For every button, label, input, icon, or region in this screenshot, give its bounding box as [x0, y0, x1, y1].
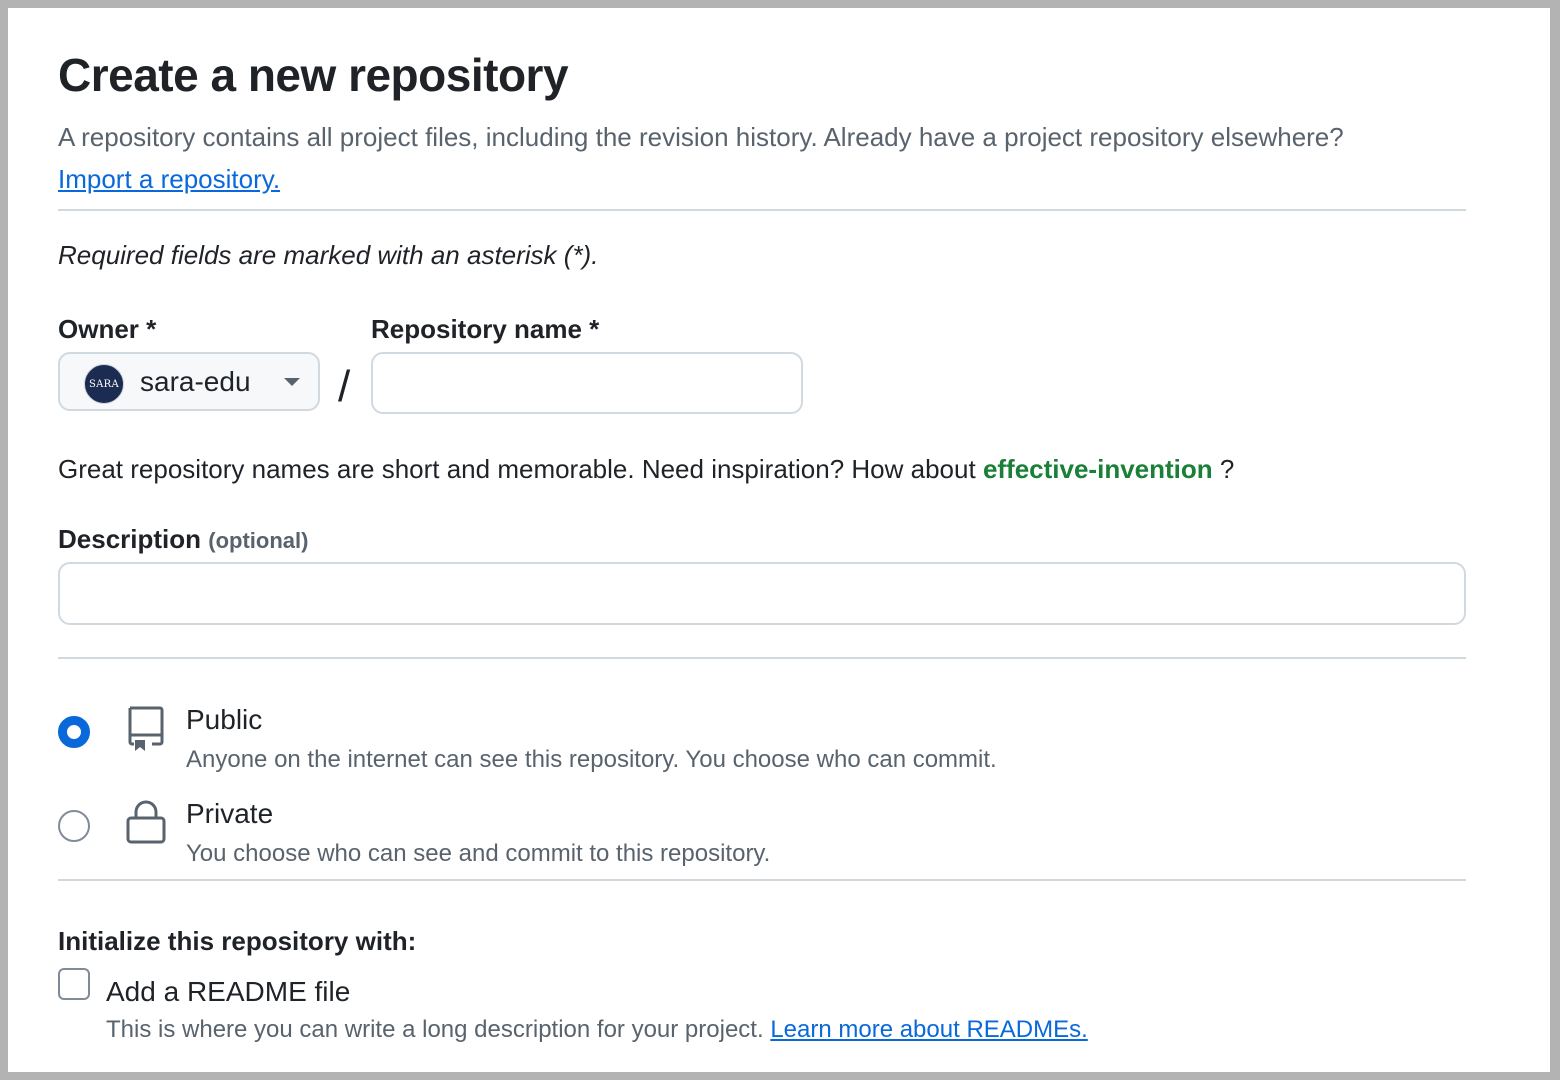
description-label-row: Description (optional): [58, 524, 308, 555]
page: Create a new repository A repository con…: [8, 8, 1550, 1072]
owner-select[interactable]: SARA sara-edu: [58, 352, 320, 411]
import-repository-link[interactable]: Import a repository.: [58, 164, 281, 194]
description-divider: [58, 657, 1466, 659]
learn-more-readmes-link[interactable]: Learn more about READMEs.: [770, 1016, 1088, 1043]
name-suggestion[interactable]: effective-invention: [982, 454, 1213, 484]
add-readme-checkbox[interactable]: [58, 968, 90, 1000]
page-subtitle: A repository contains all project files,…: [58, 116, 1398, 200]
header-divider: [58, 209, 1466, 211]
repo-icon: [128, 706, 164, 751]
private-description: You choose who can see and commit to thi…: [186, 840, 771, 867]
owner-repo-separator: /: [338, 362, 351, 411]
description-label: Description: [58, 524, 202, 554]
owner-name: sara-edu: [140, 366, 251, 397]
optional-tag: (optional): [208, 528, 309, 553]
owner-avatar: SARA: [84, 364, 124, 404]
repository-name-label: Repository name *: [371, 314, 600, 344]
private-title: Private: [186, 798, 274, 829]
initialize-heading: Initialize this repository with:: [58, 926, 417, 956]
readme-description: This is where you can write a long descr…: [106, 1016, 1088, 1044]
owner-label: Owner *: [58, 314, 157, 344]
readme-description-text: This is where you can write a long descr…: [106, 1016, 764, 1043]
subtitle-text: A repository contains all project files,…: [58, 122, 1344, 152]
public-description: Anyone on the internet can see this repo…: [186, 746, 997, 773]
name-hint: Great repository names are short and mem…: [58, 454, 1234, 485]
name-hint-text: Great repository names are short and mem…: [58, 454, 976, 484]
lock-icon: [126, 800, 166, 844]
public-radio[interactable]: [58, 716, 90, 748]
public-title: Public: [186, 704, 263, 735]
repository-name-input[interactable]: [371, 352, 803, 414]
visibility-divider: [58, 879, 1466, 881]
required-fields-note: Required fields are marked with an aster…: [58, 240, 599, 270]
name-hint-suffix: ?: [1219, 454, 1235, 484]
chevron-down-icon: [284, 378, 300, 386]
add-readme-label[interactable]: Add a README file: [106, 976, 351, 1007]
description-input[interactable]: [58, 562, 1466, 625]
private-radio[interactable]: [58, 810, 90, 842]
page-title: Create a new repository: [58, 49, 569, 101]
